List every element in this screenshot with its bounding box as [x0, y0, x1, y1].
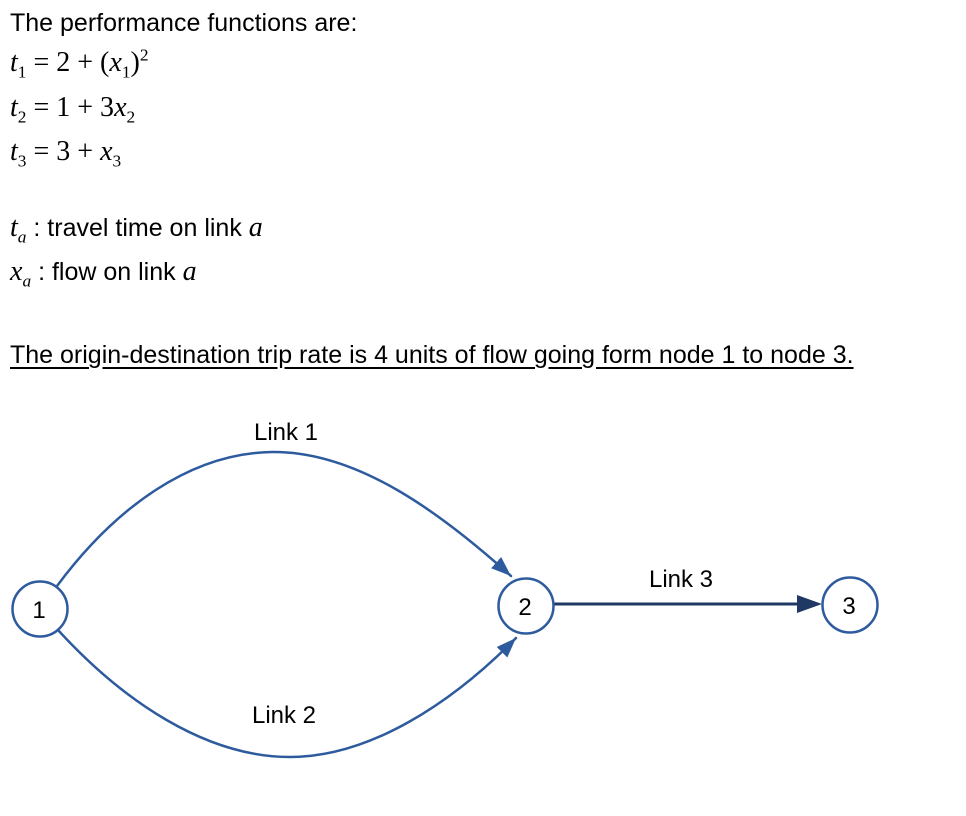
- node-2: 2: [497, 577, 555, 635]
- node-1: 1: [11, 580, 69, 638]
- definition-flow: xa : flow on link a: [10, 256, 197, 291]
- link-1-arrow: [55, 450, 513, 588]
- node-3: 3: [821, 576, 879, 634]
- node-1-circle: [11, 580, 69, 638]
- performance-function-t3: t3 = 3 + x3: [10, 136, 122, 171]
- link-1-label: Link 1: [254, 419, 318, 446]
- link-3-label: Link 3: [649, 566, 713, 593]
- link-2-arrow: [56, 628, 518, 759]
- node-3-label: 3: [842, 593, 855, 620]
- node-2-label: 2: [518, 594, 531, 621]
- node-3-circle: [821, 576, 879, 634]
- link-2-label: Link 2: [252, 702, 316, 729]
- node-2-circle: [497, 577, 555, 635]
- performance-function-t1: t1 = 2 + (x1)2: [10, 45, 149, 82]
- intro-text: The performance functions are:: [10, 9, 358, 37]
- od-trip-rate-statement: The origin-destination trip rate is 4 un…: [10, 341, 854, 369]
- definition-travel-time: ta : travel time on link a: [10, 212, 263, 247]
- performance-function-t2: t2 = 1 + 3x2: [10, 92, 136, 127]
- link-3-arrowhead-icon: [797, 595, 822, 613]
- node-1-label: 1: [32, 597, 45, 624]
